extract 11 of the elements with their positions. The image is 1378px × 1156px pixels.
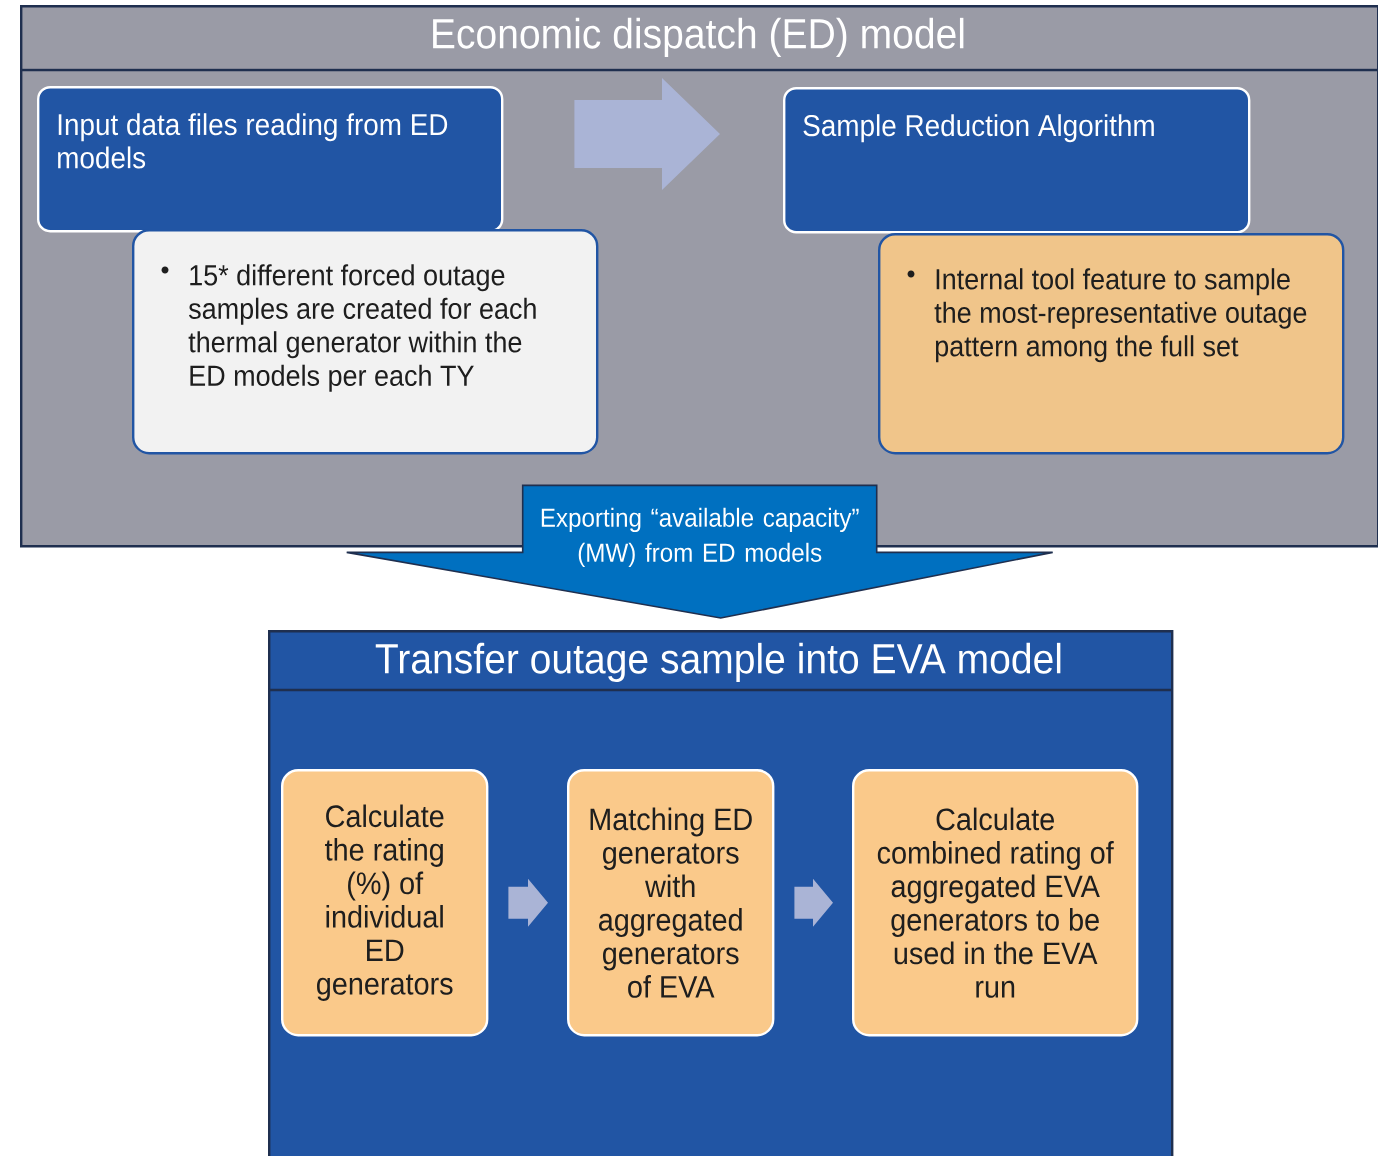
process-box: Sample Reduction Algorithm [783,87,1251,234]
step-box: Calculate combined rating of aggregated EVA generators to be used in the EVA run [852,769,1139,1037]
block-arrow [794,878,833,927]
block-arrow [508,878,548,927]
note-box: Internal tool feature to sample the most-representative outage pattern among the full set [878,233,1345,455]
step-box: Matching ED generators with aggregated generators of EVA [567,769,775,1037]
process-box: Input data files reading from ED models [37,86,504,233]
block-arrow [574,78,720,190]
block-arrow [345,484,1054,619]
step-box: Calculate the rating (%) of individual ED generators [281,769,489,1037]
note-box: 15* different forced outage samples are created for each thermal generator within the ED models per each TY [132,229,599,455]
